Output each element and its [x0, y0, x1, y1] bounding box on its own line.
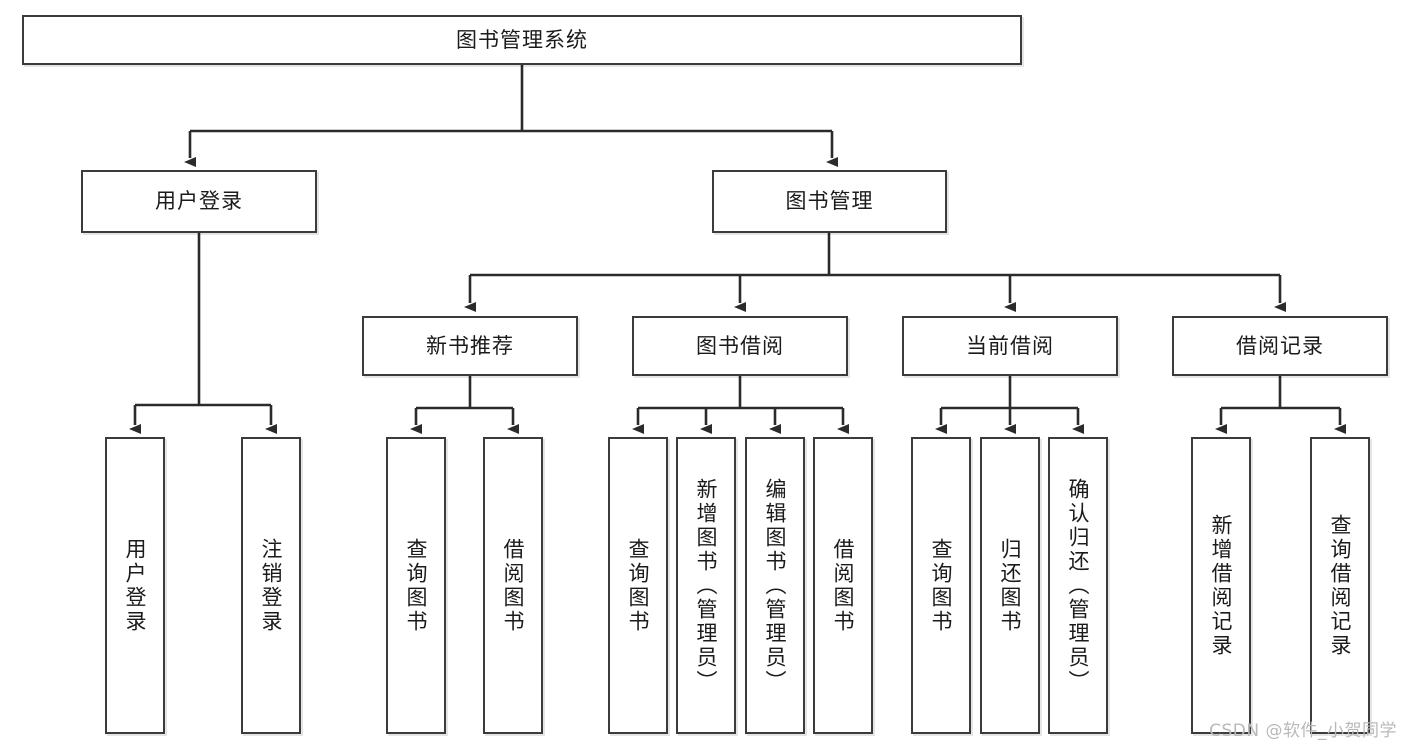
leaf-user-login-signout[interactable]: 注销登录: [241, 437, 301, 734]
node-root-system[interactable]: 图书管理系统: [22, 15, 1022, 65]
leaf-book-borrow-add[interactable]: 新增图书（管理员）: [676, 437, 736, 734]
node-label: 图书借阅: [696, 333, 784, 358]
leaf-user-login-signin[interactable]: 用户登录: [105, 437, 165, 734]
node-label: 注销登录: [259, 537, 284, 634]
node-label: 图书管理系统: [456, 27, 588, 52]
leaf-current-borrow-confirm-return[interactable]: 确认归还（管理员）: [1048, 437, 1108, 734]
leaf-current-borrow-return[interactable]: 归还图书: [980, 437, 1040, 734]
node-new-book-recommend[interactable]: 新书推荐: [362, 316, 578, 376]
node-label: 查询图书: [929, 537, 954, 634]
leaf-borrow-record-query[interactable]: 查询借阅记录: [1310, 437, 1370, 734]
node-book-borrow[interactable]: 图书借阅: [632, 316, 848, 376]
node-label: 当前借阅: [966, 333, 1054, 358]
leaf-current-borrow-query[interactable]: 查询图书: [911, 437, 971, 734]
leaf-borrow-record-add[interactable]: 新增借阅记录: [1191, 437, 1251, 734]
node-label: 借阅记录: [1236, 333, 1324, 358]
node-label: 查询借阅记录: [1328, 513, 1353, 658]
node-label: 查询图书: [404, 537, 429, 634]
node-label: 借阅图书: [501, 537, 526, 634]
node-label: 用户登录: [123, 537, 148, 634]
node-label: 新增图书（管理员）: [694, 477, 719, 694]
leaf-new-book-borrow[interactable]: 借阅图书: [483, 437, 543, 734]
leaf-book-borrow-borrow[interactable]: 借阅图书: [813, 437, 873, 734]
node-label: 图书管理: [785, 189, 874, 214]
node-book-management[interactable]: 图书管理: [712, 170, 947, 233]
node-label: 确认归还（管理员）: [1066, 477, 1091, 694]
node-user-login[interactable]: 用户登录: [81, 170, 317, 233]
node-borrow-record[interactable]: 借阅记录: [1172, 316, 1388, 376]
leaf-book-borrow-query[interactable]: 查询图书: [608, 437, 668, 734]
watermark-text: CSDN @软件_小贺同学: [1209, 721, 1397, 741]
leaf-new-book-query[interactable]: 查询图书: [386, 437, 446, 734]
node-label: 借阅图书: [831, 537, 856, 634]
node-label: 查询图书: [626, 537, 651, 634]
node-current-borrow[interactable]: 当前借阅: [902, 316, 1118, 376]
node-label: 编辑图书（管理员）: [763, 477, 788, 694]
node-label: 用户登录: [155, 189, 243, 214]
node-label: 归还图书: [998, 537, 1023, 634]
node-label: 新增借阅记录: [1209, 513, 1234, 658]
leaf-book-borrow-edit[interactable]: 编辑图书（管理员）: [745, 437, 805, 734]
node-label: 新书推荐: [426, 333, 514, 358]
